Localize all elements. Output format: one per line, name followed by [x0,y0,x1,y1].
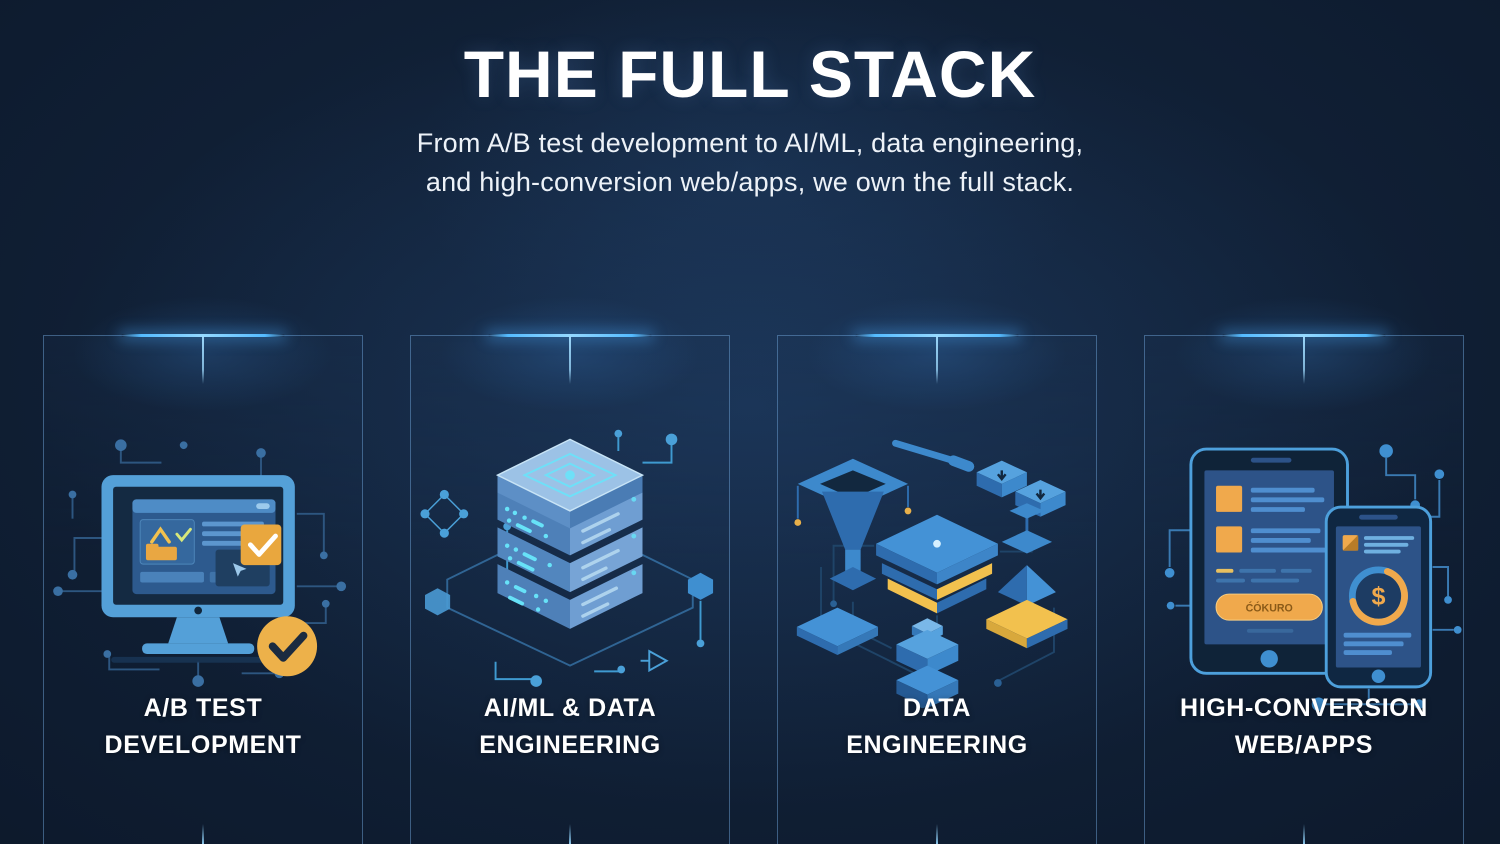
diamond-node-icon [420,489,469,538]
data-glyphs [504,506,552,612]
slide-header: THE FULL STACK From A/B test development… [0,0,1500,202]
card-label-line-1: A/B TEST [143,694,263,722]
data-pipeline-icon [794,439,1068,709]
connector-glow [802,294,1072,414]
text-lines [1216,568,1312,583]
monitor-ab-test-icon [53,439,347,687]
card-illustration [777,422,1097,712]
server-stack-icon [420,429,714,687]
phone-icon: $ [1324,505,1433,689]
card-label-line-2: ENGINEERING [479,731,661,759]
card-data-engineering: DATA ENGINEERING [777,294,1097,844]
card-label-line-2: WEB/APPS [1234,731,1374,759]
card-illustration: ĆÓKURO [1144,422,1464,712]
card-illustration [43,422,363,712]
circuit-nodes [53,439,347,687]
connector-glow [68,294,338,414]
home-button [1260,650,1278,668]
app-header [1342,535,1415,554]
card-label-line-1: AI/ML & DATA [483,694,657,722]
page-title: THE FULL STACK [463,37,1037,111]
feature-cards-row: A/B TEST DEVELOPMENT [43,294,1464,844]
card-label: AI/ML & DATA ENGINEERING [411,690,729,764]
card-high-conversion-web-apps: ĆÓKURO [1144,294,1464,844]
text-lines [1250,528,1327,553]
check-circle-icon [257,616,318,677]
currency-ring-icon: $ [1348,566,1408,626]
subtitle-line-2: and high-conversion web/apps, we own the… [425,167,1075,197]
text-lines [1343,632,1412,655]
cta-button-label: ĆÓKURO [1246,601,1293,614]
card-label: DATA ENGINEERING [778,690,1096,764]
play-node-icon [640,649,669,673]
server-dashes [581,496,637,618]
card-ai-ml-data-engineering: AI/ML & DATA ENGINEERING [410,294,730,844]
circuit-lines [60,449,340,678]
card-label: A/B TEST DEVELOPMENT [44,690,362,764]
concentric-glow [522,452,618,498]
cursor-icon [232,563,247,577]
card-bottom-connector [1303,824,1305,844]
server-layers [495,438,645,629]
plate-stack-icon [876,514,998,614]
checkbox-icon [240,524,282,566]
page-subtitle: From A/B test development to AI/ML, data… [0,124,1500,202]
card-label: HIGH-CONVERSION WEB/APPS [1145,690,1463,764]
webcam-dot [194,606,203,615]
card-bottom-connector [936,824,938,844]
cta-button: ĆÓKURO [1215,593,1323,621]
content-thumbnail [1216,485,1243,512]
circuit-nodes [1164,444,1462,712]
card-label-line-1: DATA [902,694,972,722]
connector-glow [1169,294,1439,414]
monitor-icon [101,475,295,663]
folder-icon [145,543,177,561]
flat-plate-icon [796,607,879,655]
letter-a-glyph [150,526,171,544]
pyramid-icon [986,503,1068,649]
currency-symbol: $ [1371,583,1385,611]
card-bottom-connector [569,824,571,844]
check-glyph [175,527,192,543]
card-label-line-1: HIGH-CONVERSION [1180,694,1428,722]
card-illustration [410,422,730,712]
card-bottom-connector [202,824,204,844]
hexagon-icon [425,588,451,616]
subtitle-line-1: From A/B test development to AI/ML, data… [416,128,1084,158]
card-ab-test-development: A/B TEST DEVELOPMENT [43,294,363,844]
tablet-icon: ĆÓKURO [1189,447,1349,675]
card-label-line-2: ENGINEERING [846,731,1028,759]
content-thumbnail [1216,526,1243,553]
circuit-lines [1168,457,1454,706]
connector-glow [435,294,705,414]
circuit-nodes [503,429,705,687]
home-button [1371,669,1386,683]
pipeline-rod-icon [892,439,975,472]
hexagon-icon [687,572,714,600]
text-lines [1250,487,1325,512]
card-label-line-2: DEVELOPMENT [104,731,302,759]
tablet-phone-icon: ĆÓKURO [1164,444,1462,712]
